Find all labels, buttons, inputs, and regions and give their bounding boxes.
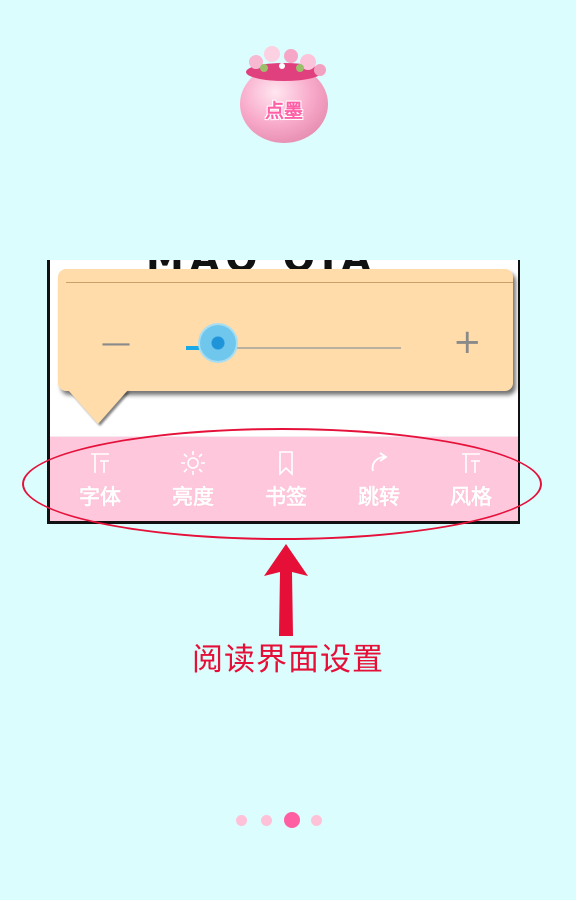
- flower-pot-icon: [240, 46, 328, 143]
- popup-pointer: [68, 390, 128, 424]
- increase-icon[interactable]: +: [453, 322, 482, 362]
- logo-text: 点墨: [264, 100, 303, 122]
- page-dot[interactable]: [311, 815, 322, 826]
- brightness-slider-track[interactable]: [186, 347, 401, 349]
- page-indicator: [0, 811, 576, 829]
- brightness-popup: — +: [58, 269, 513, 391]
- highlight-ellipse: [22, 428, 542, 540]
- decrease-icon[interactable]: —: [101, 326, 131, 361]
- up-arrow-icon: [264, 544, 308, 636]
- page-dot[interactable]: [236, 815, 247, 826]
- brightness-slider-thumb[interactable]: [200, 325, 237, 361]
- page-dot[interactable]: [261, 815, 272, 826]
- page-dot-active[interactable]: [284, 812, 300, 828]
- feature-caption: 阅读界面设置: [192, 642, 384, 678]
- popup-divider: [66, 282, 513, 283]
- app-logo: 点墨: [234, 44, 334, 146]
